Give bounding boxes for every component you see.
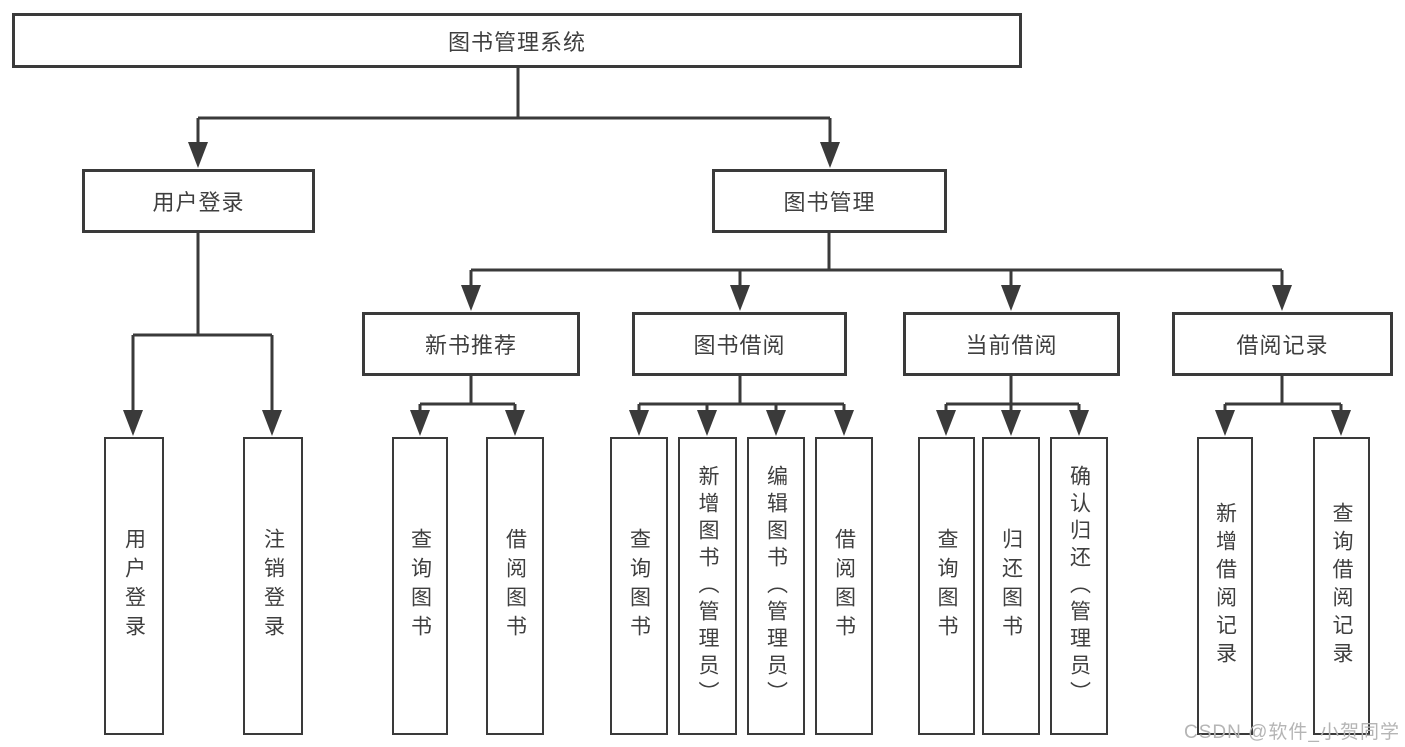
node-library-management-system: 图书管理系统 [12, 13, 1022, 68]
node-query-borrow-record: 查询借阅记录 [1313, 437, 1370, 735]
node-add-borrow-record: 新增借阅记录 [1197, 437, 1253, 735]
node-confirm-return-admin: 确认归还（管理员） [1050, 437, 1108, 735]
node-borrow-query-books: 查询图书 [610, 437, 668, 735]
node-user-login-leaf: 用户登录 [104, 437, 164, 735]
node-user-login: 用户登录 [82, 169, 315, 233]
node-new-book-recommendation: 新书推荐 [362, 312, 580, 376]
node-edit-books-admin: 编辑图书（管理员） [747, 437, 805, 735]
node-add-books-admin: 新增图书（管理员） [678, 437, 737, 735]
node-recommend-query-books: 查询图书 [392, 437, 448, 735]
node-current-query-books: 查询图书 [918, 437, 975, 735]
node-book-borrowing: 图书借阅 [632, 312, 847, 376]
csdn-watermark: CSDN @软件_小贺同学 [1184, 722, 1400, 743]
node-return-books: 归还图书 [982, 437, 1040, 735]
node-book-management: 图书管理 [712, 169, 947, 233]
node-recommend-borrow-books: 借阅图书 [486, 437, 544, 735]
node-borrow-borrow-books: 借阅图书 [815, 437, 873, 735]
node-current-borrowing: 当前借阅 [903, 312, 1120, 376]
node-borrowing-records: 借阅记录 [1172, 312, 1393, 376]
node-logout: 注销登录 [243, 437, 303, 735]
